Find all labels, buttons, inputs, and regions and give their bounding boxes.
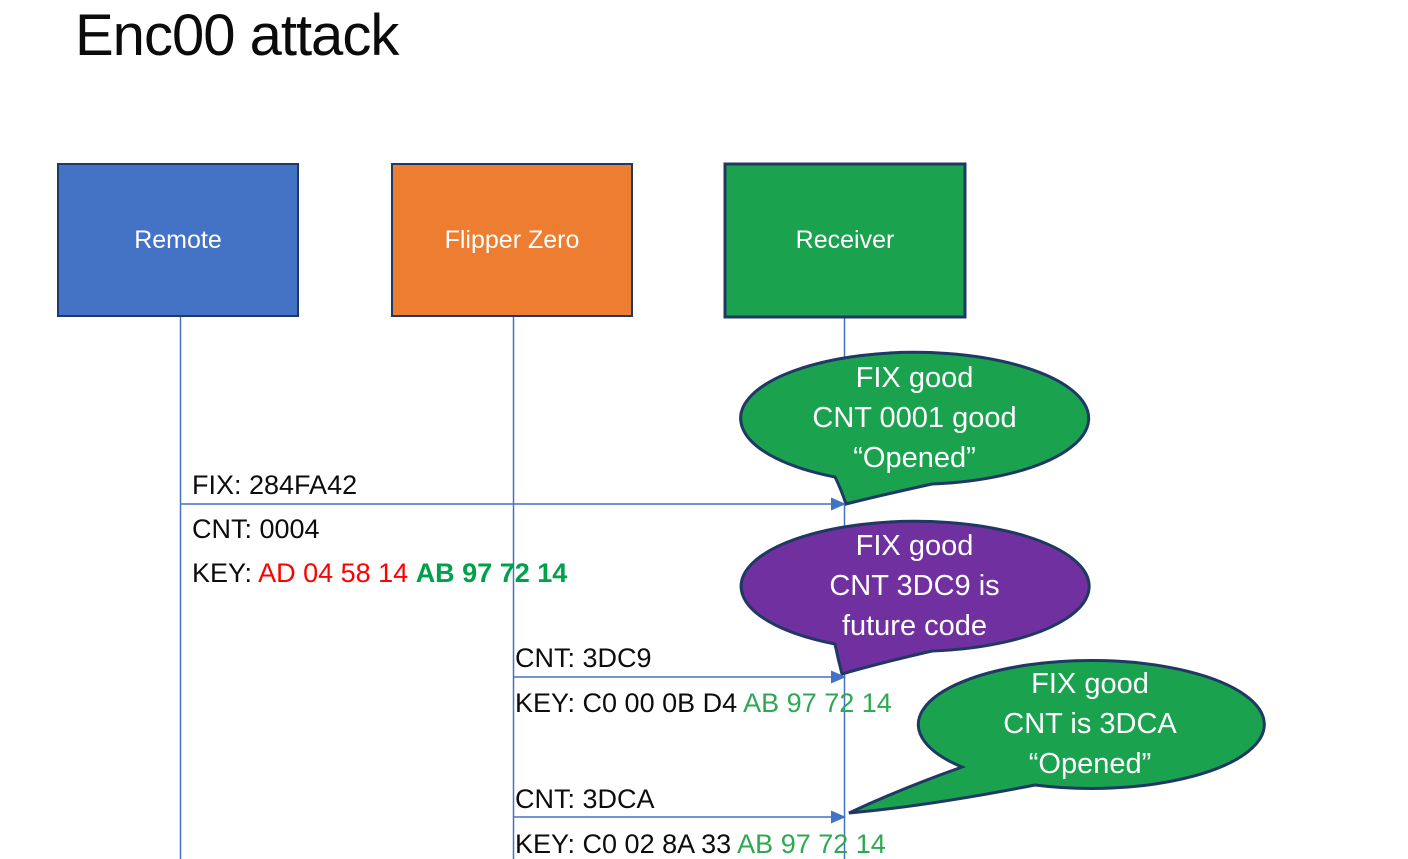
speech-bubble-3-text: FIX good CNT is 3DCA “Opened” (917, 660, 1263, 788)
actor-label-remote: Remote (134, 225, 222, 254)
actor-box-remote (57, 163, 299, 317)
message-3-key-line: KEY: C0 02 8A 33 AB 97 72 14 (515, 822, 886, 859)
message-3: CNT: 3DCA KEY: C0 02 8A 33 AB 97 72 14 (515, 777, 886, 859)
actor-label-flipper-zero: Flipper Zero (444, 225, 580, 254)
message-arrow-3 (513, 810, 846, 824)
message-1-key-red-bytes: AD 04 58 14 (258, 558, 416, 588)
arrowhead-2 (831, 670, 846, 684)
message-1: FIX: 284FA42 CNT: 0004 KEY: AD 04 58 14 … (192, 463, 567, 595)
bubble-1-line-1: FIX good (855, 362, 974, 394)
arrowhead-1 (831, 497, 846, 511)
actor-box-flipper-zero (391, 163, 633, 317)
bubble-1-line-3: “Opened” (853, 442, 976, 474)
speech-bubble-1-shape (739, 350, 1091, 506)
message-1-key-label: KEY: (192, 558, 259, 588)
actor-box-receiver (723, 162, 967, 319)
message-2-key-line: KEY: C0 00 0B D4 AB 97 72 14 (515, 681, 892, 726)
message-2-key-green-bytes: AB 97 72 14 (743, 688, 892, 718)
message-2-key-black-bytes: KEY: C0 00 0B D4 (515, 688, 744, 718)
message-3-key-green-bytes: AB 97 72 14 (737, 829, 886, 859)
bubble-2-line-3: future code (841, 610, 988, 642)
message-3-cnt-line: CNT: 3DCA (515, 784, 655, 814)
slide-title: Enc00 attack (75, 3, 399, 68)
message-1-fix-line: FIX: 284FA42 (192, 470, 358, 500)
speech-bubble-2-text: FIX good CNT 3DC9 is future code (740, 521, 1089, 651)
actor-label-receiver: Receiver (795, 226, 895, 254)
message-2: CNT: 3DC9 KEY: C0 00 0B D4 AB 97 72 14 (515, 636, 892, 726)
arrowhead-3 (831, 810, 846, 824)
speech-bubble-1-text: FIX good CNT 0001 good “Opened” (740, 352, 1089, 484)
message-3-key-black-bytes: KEY: C0 02 8A 33 (515, 829, 738, 859)
bubble-2-line-1: FIX good (855, 530, 974, 562)
message-1-cnt-line: CNT: 0004 (192, 514, 320, 544)
bubble-2-line-2: CNT 3DC9 is (829, 570, 1000, 602)
message-1-key-line: KEY: AD 04 58 14 AB 97 72 14 (192, 551, 567, 595)
speech-bubble-3-shape (848, 659, 1266, 815)
speech-bubble-2-shape (739, 519, 1091, 676)
bubble-3-line-1: FIX good (1031, 668, 1149, 700)
message-2-cnt-line: CNT: 3DC9 (515, 643, 652, 673)
message-arrow-1 (180, 497, 846, 511)
message-arrow-2 (513, 670, 846, 684)
bubble-3-line-3: “Opened” (1028, 748, 1152, 780)
message-1-key-green-bytes: AB 97 72 14 (415, 558, 568, 588)
bubble-1-line-2: CNT 0001 good (812, 402, 1017, 434)
bubble-3-line-2: CNT is 3DCA (1003, 708, 1177, 740)
